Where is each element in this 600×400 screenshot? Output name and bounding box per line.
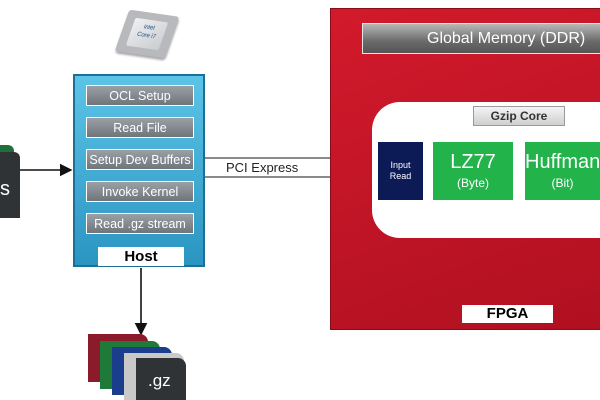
- global-memory-bar: Global Memory (DDR): [362, 23, 600, 54]
- huffman-block: Huffman (Bit): [525, 142, 600, 200]
- lz77-title: LZ77: [450, 151, 496, 173]
- host-step-setup-dev-buffers: Setup Dev Buffers: [86, 149, 194, 170]
- input-read-line2: Read: [389, 171, 412, 181]
- gzip-core-label: Gzip Core: [473, 106, 565, 126]
- cpu-chip-face: intel Core i7: [125, 17, 169, 51]
- host-step-invoke-kernel: Invoke Kernel: [86, 181, 194, 202]
- fpga-label: FPGA: [462, 305, 553, 323]
- input-files-label: s: [0, 178, 10, 200]
- host-step-read-file: Read File: [86, 117, 194, 138]
- lz77-block: LZ77 (Byte): [433, 142, 513, 200]
- gz-file-label: .gz: [148, 371, 171, 390]
- input-file-front: [0, 152, 20, 218]
- huffman-title: Huffman: [525, 151, 600, 173]
- cpu-brand: intel: [142, 24, 156, 32]
- host-label: Host: [98, 247, 184, 266]
- pci-express-label: PCI Express: [226, 160, 299, 175]
- gz-file-dark: [136, 358, 186, 400]
- huffman-subtitle: (Bit): [551, 176, 574, 190]
- input-read-block: Input Read: [378, 142, 423, 200]
- host-box: OCL Setup Read File Setup Dev Buffers In…: [73, 74, 205, 267]
- cpu-model: Core i7: [135, 31, 157, 41]
- input-read-line1: Input: [390, 160, 411, 170]
- host-step-read-gz-stream: Read .gz stream: [86, 213, 194, 234]
- host-step-ocl-setup: OCL Setup: [86, 85, 194, 106]
- lz77-subtitle: (Byte): [456, 176, 489, 190]
